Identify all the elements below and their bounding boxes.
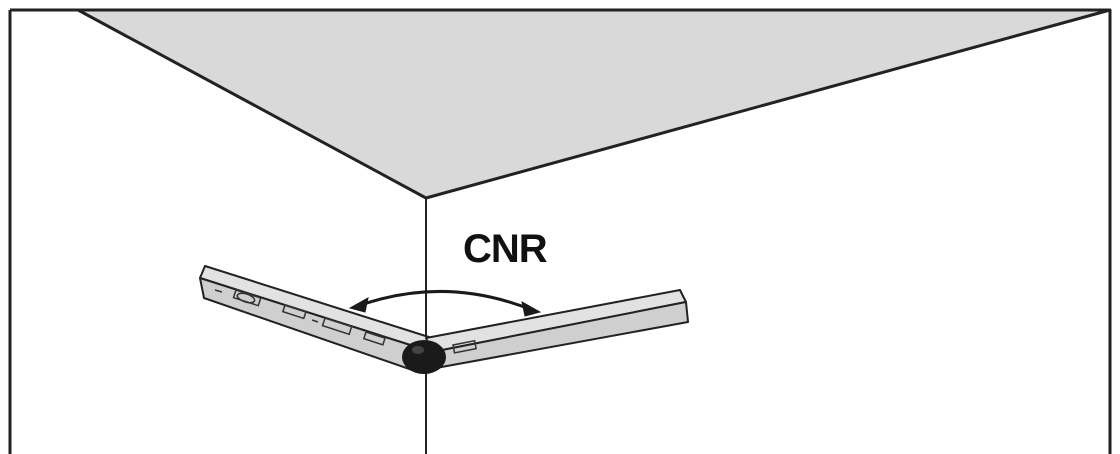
left-ruler-arm	[199, 265, 433, 373]
right-ruler-arm	[425, 289, 689, 369]
mode-label: CNR	[463, 227, 548, 271]
angle-arrow-icon	[348, 290, 542, 317]
right-ruler-window	[452, 339, 478, 354]
hinge-icon	[402, 340, 446, 374]
room-frame	[8, 8, 1112, 454]
ceiling	[76, 8, 1112, 200]
left-ruler-markings	[214, 289, 386, 346]
